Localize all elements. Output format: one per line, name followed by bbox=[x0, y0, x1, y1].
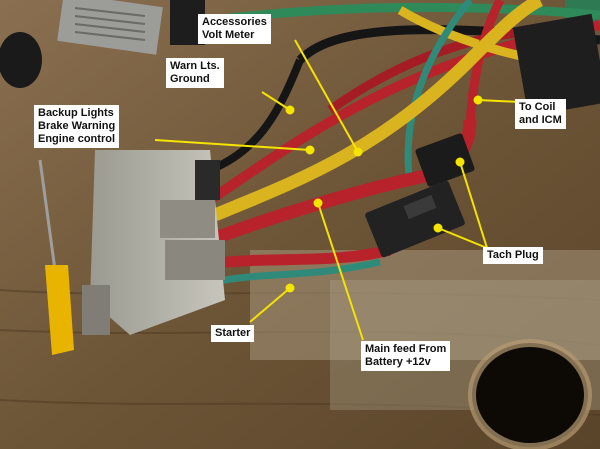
wire-yellow-main bbox=[212, 0, 544, 222]
switch-bracket bbox=[82, 285, 110, 335]
black-connector-right bbox=[512, 13, 600, 117]
switch-plate bbox=[90, 150, 225, 335]
leader-lines bbox=[154, 39, 521, 341]
label-tach-plug: Tach Plug bbox=[483, 247, 543, 264]
label-to-coil-icm: To Coil and ICM bbox=[515, 99, 566, 129]
relay-box-ribs bbox=[74, 7, 146, 41]
wire-black-warn bbox=[208, 58, 304, 174]
bench-hole-rim bbox=[468, 339, 592, 449]
switch-connector-top bbox=[160, 200, 215, 238]
switch-black-tab bbox=[195, 160, 220, 200]
label-starter: Starter bbox=[211, 325, 255, 342]
label-accessories-volt-meter: Accessories Volt Meter bbox=[198, 14, 271, 44]
tach-plug-lower bbox=[365, 180, 465, 258]
label-main-feed-battery: Main feed From Battery +12v bbox=[361, 341, 451, 371]
screwdriver-handle bbox=[45, 265, 74, 355]
wire-teal-mid bbox=[404, 0, 473, 186]
bench-hole bbox=[472, 343, 588, 447]
label-backup-brake-engine: Backup Lights Brake Warning Engine contr… bbox=[34, 105, 120, 148]
black-part-left bbox=[0, 32, 42, 88]
tach-plug-latch bbox=[403, 194, 437, 220]
screwdriver-shaft bbox=[38, 159, 57, 271]
tach-plug-upper bbox=[415, 133, 475, 187]
switch-connector-bottom bbox=[165, 240, 225, 280]
label-warn-lights-ground: Warn Lts. Ground bbox=[166, 58, 224, 88]
